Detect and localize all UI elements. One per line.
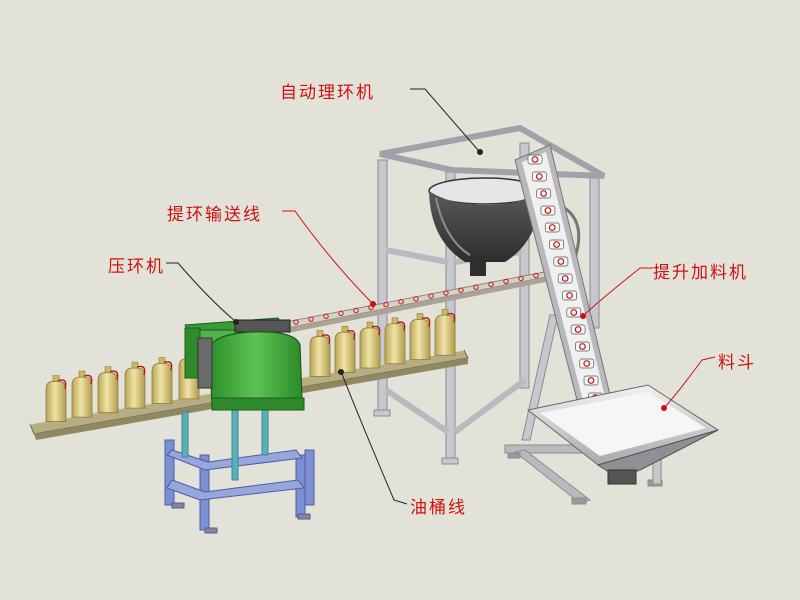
- feeder-bucket: [570, 324, 586, 335]
- oil-bottle: [384, 317, 406, 365]
- feeder-bucket: [561, 290, 578, 301]
- oil-bottle: [97, 366, 119, 414]
- ring-mark: [428, 293, 434, 299]
- ring-mark: [383, 301, 389, 308]
- oil-bottle: [309, 329, 331, 378]
- feeder-bucket: [527, 154, 543, 165]
- ring-mark: [533, 272, 539, 279]
- oil-bottle: [409, 312, 431, 361]
- feeder-bucket: [553, 256, 569, 267]
- label-ring-press: 压环机: [108, 257, 165, 277]
- ring-mark: [518, 275, 524, 282]
- ring-press-housing: [184, 317, 305, 411]
- ring-mark: [353, 307, 359, 314]
- ring-mark: [323, 313, 329, 319]
- feeder-bucket: [566, 307, 582, 318]
- feeder-bucket: [536, 188, 552, 199]
- ring-mark: [308, 316, 314, 322]
- leader-lines: [166, 88, 716, 505]
- oil-bottle: [45, 374, 67, 423]
- feeder-bucket: [540, 205, 556, 216]
- ring-mark: [503, 278, 509, 285]
- ring-mark: [398, 299, 404, 305]
- label-bucket-line: 油桶线: [410, 498, 467, 518]
- ring-mark: [413, 296, 419, 302]
- feeder-bucket: [548, 239, 565, 250]
- feeder-bucket: [583, 375, 599, 386]
- oil-bottle: [71, 370, 93, 418]
- oil-bottle: [434, 308, 456, 356]
- ring-mark: [488, 281, 494, 288]
- label-hopper: 料斗: [718, 353, 756, 373]
- feeder-bucket: [557, 273, 573, 284]
- label-ring-conveyor: 提环输送线: [167, 205, 262, 225]
- label-ring-sorter: 自动理环机: [280, 83, 375, 103]
- hopper: [526, 384, 720, 485]
- feeder-bucket: [544, 222, 560, 233]
- ring-press-base: [164, 404, 315, 534]
- oil-bottle: [151, 356, 173, 405]
- oil-bottle: [334, 325, 356, 373]
- ring-sorter-bowl: [428, 177, 581, 276]
- feeder-bucket: [531, 171, 547, 182]
- feeder-bucket: [579, 358, 595, 369]
- ring-mark: [473, 284, 479, 290]
- ring-mark: [458, 287, 464, 293]
- label-lifting-feeder: 提升加料机: [653, 263, 748, 283]
- oil-bottle: [124, 361, 146, 409]
- lifting-feeder-support: [504, 314, 663, 505]
- ring-mark: [293, 319, 299, 325]
- feeder-bucket: [574, 341, 591, 352]
- oil-bottle: [359, 321, 381, 369]
- ring-mark: [443, 290, 449, 296]
- ring-mark: [338, 310, 344, 317]
